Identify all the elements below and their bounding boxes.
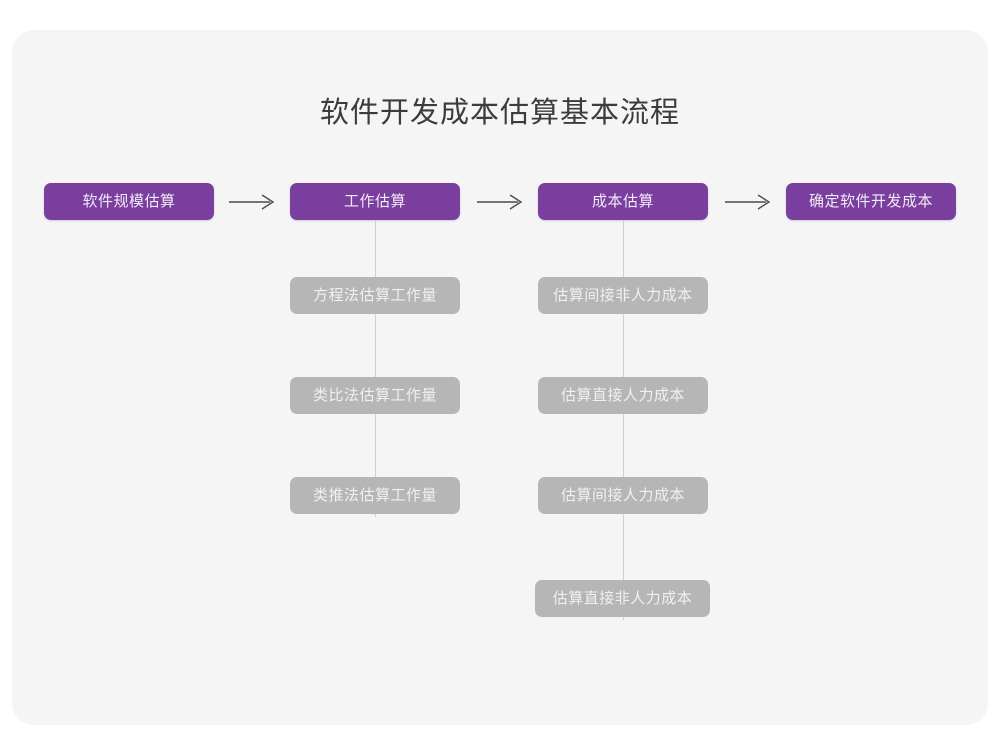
substep-node-equation-method[interactable]: 方程法估算工作量 [290, 277, 460, 314]
substep-node-direct-labor-cost[interactable]: 估算直接人力成本 [538, 377, 708, 414]
substep-node-indirect-nonlabor-cost[interactable]: 估算间接非人力成本 [538, 277, 708, 314]
substep-node-inference-method[interactable]: 类推法估算工作量 [290, 477, 460, 514]
arrow-right-icon [477, 192, 523, 212]
connector-line-effort [375, 220, 376, 517]
flow-node-label: 软件规模估算 [82, 192, 176, 210]
flow-node-label: 工作估算 [343, 192, 406, 210]
substep-node-indirect-labor-cost[interactable]: 估算间接人力成本 [538, 477, 708, 514]
connector-line-cost [623, 220, 624, 620]
page-title: 软件开发成本估算基本流程 [319, 95, 680, 129]
substep-node-label: 估算直接非人力成本 [552, 589, 693, 607]
substep-node-label: 方程法估算工作量 [312, 286, 437, 304]
flow-node-label: 成本估算 [591, 192, 654, 210]
arrow-right-icon [725, 192, 771, 212]
diagram-card [12, 30, 988, 725]
substep-node-label: 估算直接人力成本 [560, 386, 685, 404]
flow-node-size-estimation[interactable]: 软件规模估算 [44, 183, 214, 220]
substep-node-label: 类比法估算工作量 [312, 386, 437, 404]
flow-node-final-cost[interactable]: 确定软件开发成本 [786, 183, 956, 220]
flow-node-effort-estimation[interactable]: 工作估算 [290, 183, 460, 220]
substep-node-direct-nonlabor-cost[interactable]: 估算直接非人力成本 [535, 580, 710, 617]
substep-node-analogy-method[interactable]: 类比法估算工作量 [290, 377, 460, 414]
substep-node-label: 类推法估算工作量 [312, 486, 437, 504]
flow-node-label: 确定软件开发成本 [808, 192, 933, 210]
substep-node-label: 估算间接人力成本 [560, 486, 685, 504]
arrow-right-icon [229, 192, 275, 212]
substep-node-label: 估算间接非人力成本 [553, 286, 693, 304]
flow-node-cost-estimation[interactable]: 成本估算 [538, 183, 708, 220]
